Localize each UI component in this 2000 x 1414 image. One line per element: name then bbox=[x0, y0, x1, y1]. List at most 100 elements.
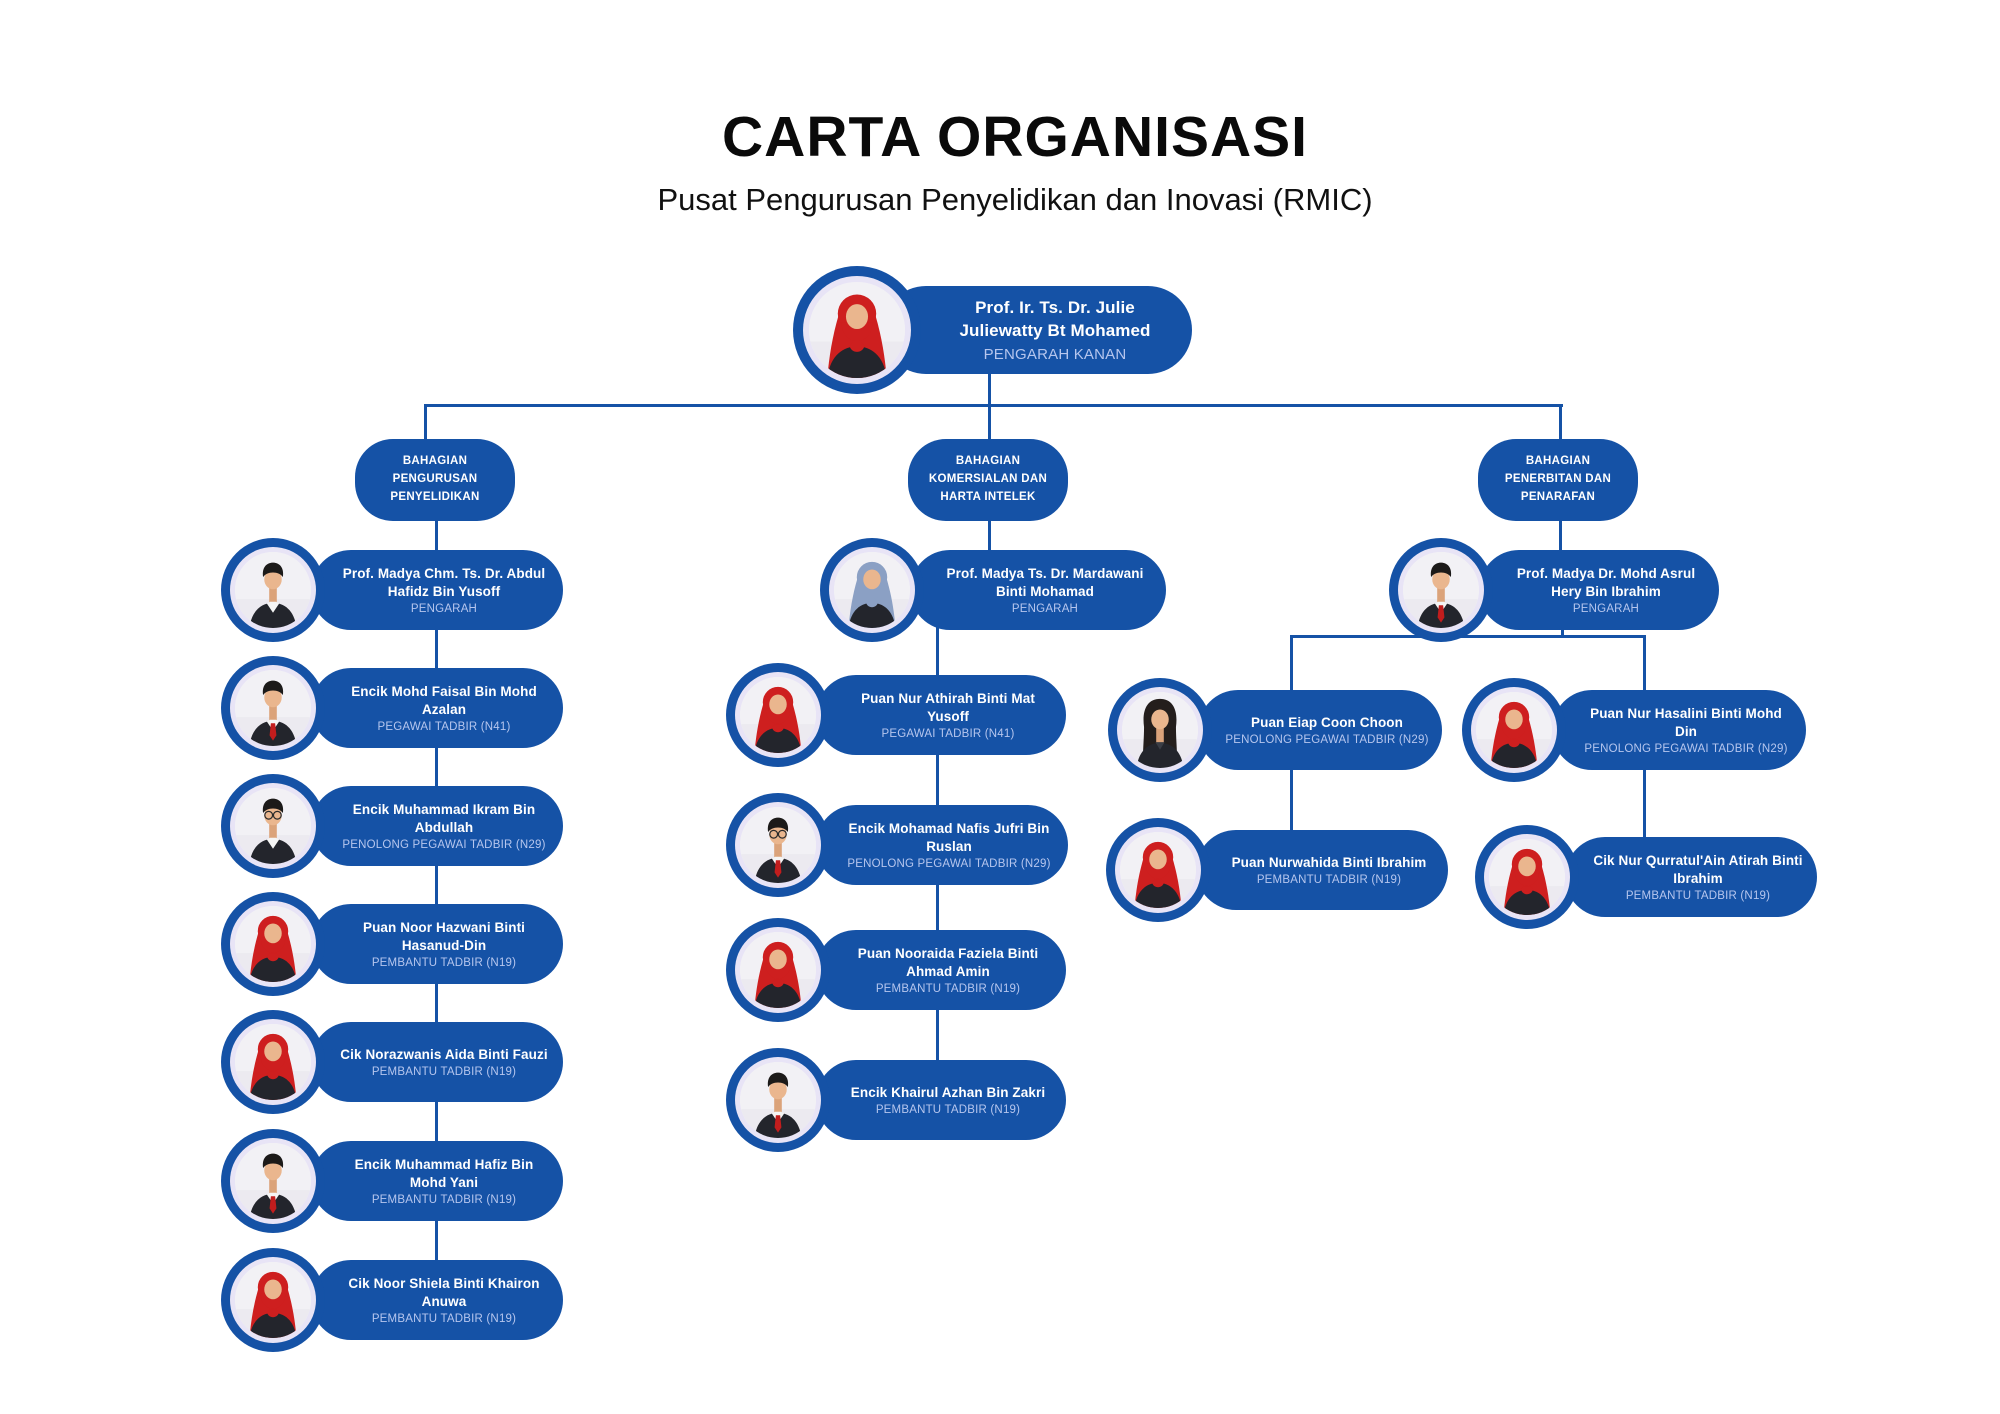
branch-pill: BAHAGIAN PENGURUSAN PENYELIDIKAN bbox=[355, 439, 515, 521]
person-photo bbox=[834, 552, 910, 628]
man-glasses-avatar-icon bbox=[235, 788, 311, 864]
person-name: Puan Nurwahida Binti Ibrahim bbox=[1231, 854, 1427, 870]
photo-ring bbox=[1471, 687, 1557, 773]
person-node: Prof. Madya Ts. Dr. Mardawani Binti Moha… bbox=[910, 550, 1166, 630]
person-name: Encik Muhammad Ikram Bin Abdullah bbox=[352, 801, 536, 835]
photo-frame bbox=[221, 538, 325, 642]
person-photo bbox=[740, 677, 816, 753]
person-photo bbox=[235, 906, 311, 982]
hijab-red-avatar-icon bbox=[740, 677, 816, 753]
person-role: PEMBANTU TADBIR (N19) bbox=[875, 983, 1021, 996]
person-role: PENOLONG PEGAWAI TADBIR (N29) bbox=[342, 839, 546, 852]
photo-frame bbox=[1389, 538, 1493, 642]
photo-frame bbox=[1106, 818, 1210, 922]
person-name: Encik Muhammad Hafiz Bin Mohd Yani bbox=[354, 1156, 534, 1190]
connector-line bbox=[988, 372, 991, 408]
man-red-tie-avatar-icon bbox=[235, 1143, 311, 1219]
person-role: PEMBANTU TADBIR (N19) bbox=[371, 1066, 517, 1079]
person-name: Encik Mohamad Nafis Jufri Bin Ruslan bbox=[848, 820, 1050, 854]
photo-frame bbox=[726, 663, 830, 767]
person-photo bbox=[235, 788, 311, 864]
person-node: Prof. Madya Dr. Mohd Asrul Hery Bin Ibra… bbox=[1479, 550, 1719, 630]
person-photo bbox=[740, 1062, 816, 1138]
person-role: PEMBANTU TADBIR (N19) bbox=[1625, 890, 1771, 903]
person-photo bbox=[1120, 832, 1196, 908]
person-role: PENOLONG PEGAWAI TADBIR (N29) bbox=[1584, 743, 1788, 756]
person-name: Puan Nur Hasalini Binti Mohd Din bbox=[1590, 705, 1782, 739]
photo-frame bbox=[726, 1048, 830, 1152]
person-name: Puan Nur Athirah Binti Mat Yusoff bbox=[861, 690, 1035, 724]
person-role: PENGARAH bbox=[410, 603, 478, 616]
hijab-blue-avatar-icon bbox=[834, 552, 910, 628]
woman-hair-avatar-icon bbox=[1122, 692, 1198, 768]
photo-frame bbox=[1108, 678, 1212, 782]
person-role: PEGAWAI TADBIR (N41) bbox=[377, 721, 511, 734]
photo-ring bbox=[803, 276, 911, 384]
person-role: PEMBANTU TADBIR (N19) bbox=[1256, 874, 1402, 887]
person-name: Puan Eiap Coon Choon bbox=[1251, 714, 1403, 730]
person-name: Prof. Madya Ts. Dr. Mardawani Binti Moha… bbox=[946, 565, 1144, 599]
person-role: PENGARAH KANAN bbox=[983, 346, 1127, 364]
hijab-red-avatar-icon bbox=[740, 932, 816, 1008]
hijab-red-avatar-icon bbox=[1120, 832, 1196, 908]
photo-frame bbox=[726, 918, 830, 1022]
person-photo bbox=[235, 552, 311, 628]
man-avatar-icon bbox=[235, 552, 311, 628]
connector-line bbox=[424, 404, 427, 444]
hijab-red-avatar-icon bbox=[235, 1024, 311, 1100]
photo-frame bbox=[221, 892, 325, 996]
photo-frame bbox=[221, 774, 325, 878]
branch-pill: BAHAGIAN KOMERSIALAN DAN HARTA INTELEK bbox=[908, 439, 1068, 521]
photo-ring bbox=[230, 547, 316, 633]
person-name: Puan Nooraida Faziela Binti Ahmad Amin bbox=[857, 945, 1039, 979]
person-name: Cik Norazwanis Aida Binti Fauzi bbox=[340, 1046, 548, 1062]
person-photo bbox=[740, 932, 816, 1008]
photo-ring bbox=[230, 783, 316, 869]
person-role: PENGARAH bbox=[1011, 603, 1079, 616]
photo-ring bbox=[230, 1257, 316, 1343]
branch-pill: BAHAGIAN PENERBITAN DAN PENARAFAN bbox=[1478, 439, 1638, 521]
person-name: Puan Noor Hazwani Binti Hasanud-Din bbox=[362, 919, 526, 953]
photo-frame bbox=[1475, 825, 1579, 929]
photo-ring bbox=[829, 547, 915, 633]
man-red-tie-avatar-icon bbox=[235, 670, 311, 746]
branch-label: BAHAGIAN PENGURUSAN PENYELIDIKAN bbox=[390, 455, 480, 503]
person-photo bbox=[809, 282, 905, 378]
photo-ring bbox=[230, 665, 316, 751]
person-name: Prof. Ir. Ts. Dr. Julie Juliewatty Bt Mo… bbox=[959, 297, 1151, 340]
photo-ring bbox=[735, 802, 821, 888]
person-name: Prof. Madya Chm. Ts. Dr. Abdul Hafidz Bi… bbox=[342, 565, 546, 599]
person-photo bbox=[740, 807, 816, 883]
hijab-red-avatar-icon bbox=[1476, 692, 1552, 768]
person-name: Prof. Madya Dr. Mohd Asrul Hery Bin Ibra… bbox=[1516, 565, 1696, 599]
photo-frame bbox=[221, 1010, 325, 1114]
connector-line bbox=[1290, 635, 1646, 638]
photo-ring bbox=[735, 927, 821, 1013]
photo-ring bbox=[1115, 827, 1201, 913]
photo-ring bbox=[230, 1138, 316, 1224]
photo-ring bbox=[1398, 547, 1484, 633]
person-role: PEMBANTU TADBIR (N19) bbox=[371, 1194, 517, 1207]
person-role: PEMBANTU TADBIR (N19) bbox=[875, 1104, 1021, 1117]
person-photo bbox=[1489, 839, 1565, 915]
person-role: PENOLONG PEGAWAI TADBIR (N29) bbox=[847, 858, 1051, 871]
connector-line bbox=[1559, 404, 1562, 444]
person-photo bbox=[1122, 692, 1198, 768]
photo-frame bbox=[1462, 678, 1566, 782]
photo-frame bbox=[221, 1248, 325, 1352]
hijab-red-avatar-icon bbox=[1489, 839, 1565, 915]
photo-frame bbox=[726, 793, 830, 897]
photo-ring bbox=[1117, 687, 1203, 773]
person-photo bbox=[1476, 692, 1552, 768]
person-photo bbox=[235, 670, 311, 746]
person-photo bbox=[235, 1143, 311, 1219]
